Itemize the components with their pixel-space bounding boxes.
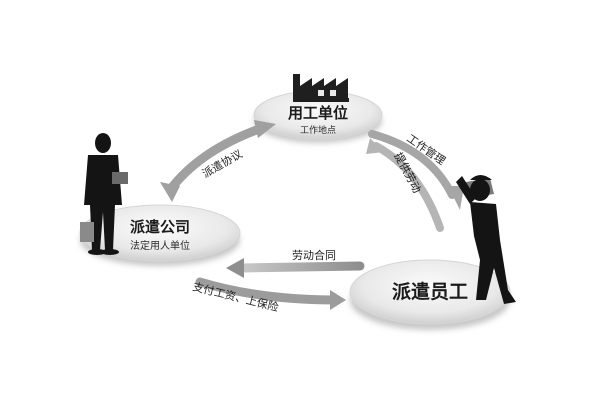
dispatch-agreement-arrow [160,120,276,202]
agency-node [79,204,241,266]
employer-title: 用工单位 [288,104,348,122]
labor-contract-arrow [226,258,365,278]
pay-wages-arrow [195,277,346,310]
employer-subtitle: 工作地点 [300,124,336,136]
factory-icon [293,74,349,102]
provide-labor-arrow [366,138,444,232]
labor-contract-label: 劳动合同 [292,248,336,262]
worker-icon [456,175,516,304]
agency-subtitle: 法定用人单位 [130,239,190,252]
worker-title: 派遣员工 [392,280,468,303]
businessman-icon [80,133,128,255]
worker-node [349,259,511,330]
employer-node [253,90,383,143]
agency-title: 派遣公司 [130,218,190,236]
work-management-arrow [368,130,464,210]
